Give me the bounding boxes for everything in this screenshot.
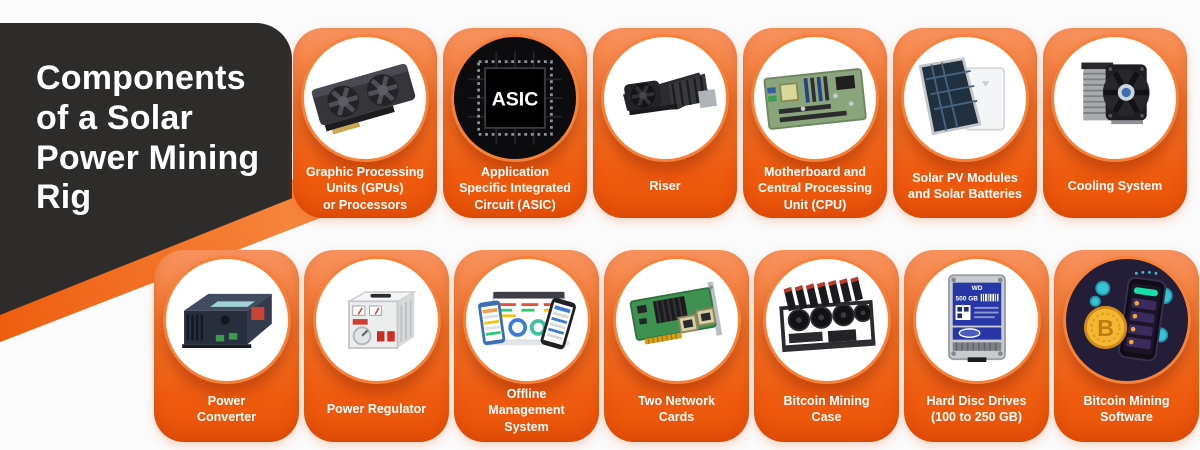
card-label: Graphic Processing Units (GPUs) or Proce… <box>305 165 425 212</box>
card-label: Motherboard and Central Processing Unit … <box>758 165 872 212</box>
hdd-icon: WD 500 GB <box>947 274 1006 362</box>
management-system-image <box>462 256 591 384</box>
card-hdd: WD 500 GB Hard <box>904 250 1049 442</box>
motherboard-image <box>751 34 879 162</box>
page-title: Components of a Solar Power Mining Rig <box>36 59 274 218</box>
cooling-system-icon <box>1081 62 1150 125</box>
card-motherboard: Motherboard and Central Processing Unit … <box>743 28 887 218</box>
card-label: Bitcoin Mining Case <box>783 393 870 424</box>
card-solar: Solar PV Modules and Solar Batteries <box>893 28 1037 218</box>
card-power-converter: Power Converter <box>154 250 299 442</box>
gpu-image <box>301 34 429 162</box>
svg-text:WD: WD <box>971 285 982 292</box>
card-riser: Riser <box>593 28 737 218</box>
svg-text:B: B <box>1097 315 1114 341</box>
card-label: Solar PV Modules and Solar Batteries <box>908 170 1022 201</box>
card-mining-case: Bitcoin Mining Case <box>754 250 899 442</box>
card-label: Two Network Cards <box>638 393 715 424</box>
svg-text:ASIC: ASIC <box>492 88 539 110</box>
card-label: Riser <box>649 178 681 193</box>
bitcoin-software-icon: B <box>1083 271 1173 362</box>
cooling-system-image <box>1051 34 1179 162</box>
power-converter-icon <box>181 293 272 348</box>
gpu-icon <box>311 63 416 135</box>
hdd-image: WD 500 GB <box>912 256 1041 384</box>
riser-image <box>601 34 729 162</box>
solar-panel-battery-image <box>901 34 1029 162</box>
title-line: of a Solar <box>36 98 193 137</box>
card-label: Hard Disc Drives (100 to 250 GB) <box>926 393 1027 424</box>
solar-panel-battery-icon <box>918 57 1006 136</box>
mining-case-icon <box>778 276 876 353</box>
svg-text:500 GB: 500 GB <box>955 295 978 302</box>
power-converter-image <box>162 256 291 384</box>
card-management-system: Offline Management System <box>454 250 599 442</box>
asic-image: ASIC <box>451 34 579 162</box>
asic-icon: ASIC <box>468 51 562 145</box>
card-bitcoin-software: B Bitcoin Mining Software <box>1054 250 1199 442</box>
components-row-bottom: Power Converter <box>154 250 1199 442</box>
title-line: Components <box>36 59 246 97</box>
riser-icon <box>623 72 717 116</box>
card-label: Power Converter <box>196 393 257 424</box>
card-network-cards: Two Network Cards <box>604 250 749 442</box>
title-line: Power Mining <box>36 138 260 177</box>
card-power-regulator: Power Regulator <box>304 250 449 442</box>
card-cooling: Cooling System <box>1043 28 1187 218</box>
power-regulator-icon <box>345 291 417 349</box>
mining-case-image <box>762 256 891 384</box>
network-cards-icon <box>629 281 722 345</box>
motherboard-icon <box>763 68 867 130</box>
title-line: Rig <box>36 178 92 217</box>
card-label: Bitcoin Mining Software <box>1083 393 1170 424</box>
management-system-icon <box>477 291 576 350</box>
card-gpu: Graphic Processing Units (GPUs) or Proce… <box>293 28 437 218</box>
card-label: Offline Management System <box>488 387 565 434</box>
network-cards-image <box>612 256 741 384</box>
card-label: Cooling System <box>1067 178 1163 193</box>
card-label: Application Specific Integrated Circuit … <box>459 165 571 212</box>
card-asic: ASIC Application Specific Integrated Cir… <box>443 28 587 218</box>
card-label: Power Regulator <box>326 401 427 416</box>
bitcoin-software-image: B <box>1062 256 1191 384</box>
power-regulator-image <box>312 256 441 384</box>
components-row-top: Graphic Processing Units (GPUs) or Proce… <box>293 28 1187 218</box>
